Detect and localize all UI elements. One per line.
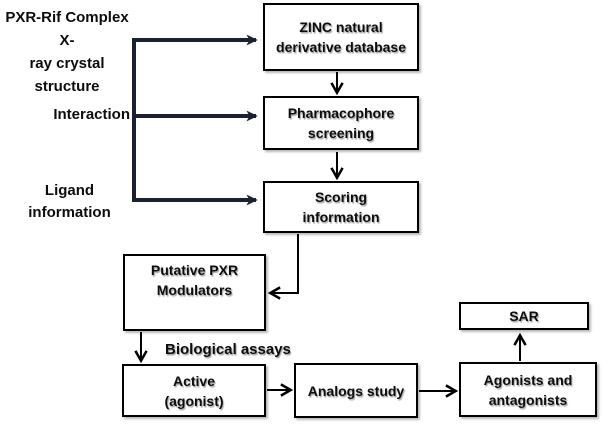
node-active-agonist: Active (agonist) bbox=[122, 364, 266, 417]
crystal-structure-label: PXR-Rif Complex X- ray crystal structure bbox=[5, 9, 129, 95]
ligand-information-label: Ligand information bbox=[28, 182, 111, 221]
node-putative-pxr-modulators: Putative PXR Modulators bbox=[123, 254, 266, 331]
node-analogs-study: Analogs study bbox=[294, 363, 418, 418]
interaction-label: Interaction bbox=[53, 106, 130, 123]
biological-assays-label: Biological assays bbox=[165, 341, 291, 358]
node-zinc-database: ZINC natural derivative database bbox=[263, 3, 419, 71]
node-sar: SAR bbox=[459, 302, 589, 330]
node-agonists-antagonists: Agonists and antagonists bbox=[459, 362, 597, 417]
node-pharmacophore-screening: Pharmacophore screening bbox=[263, 96, 419, 150]
arrow-scoring-to-putative bbox=[267, 234, 299, 300]
node-scoring-information: Scoring information bbox=[263, 181, 419, 233]
